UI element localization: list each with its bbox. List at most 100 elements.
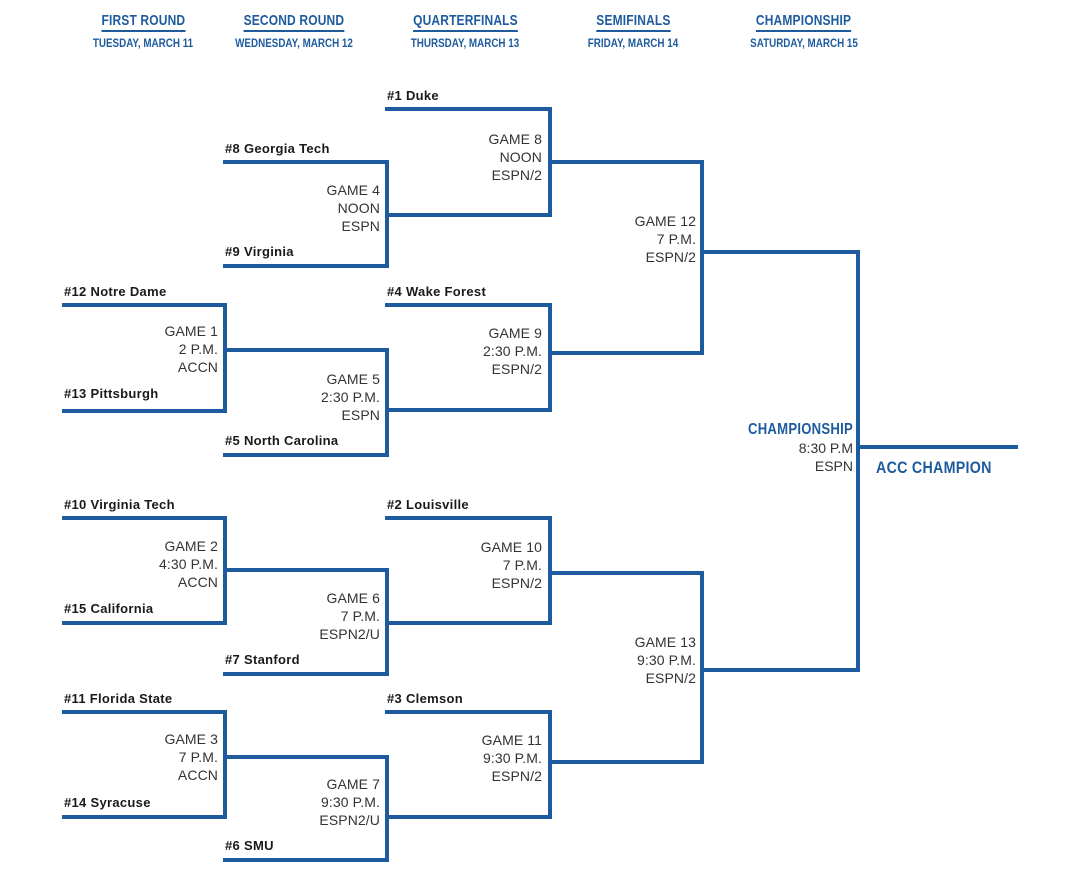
game-time: NOON xyxy=(499,149,542,165)
game-network: ACCN xyxy=(177,359,218,375)
bracket-line xyxy=(548,516,552,625)
game-name: GAME 6 xyxy=(326,590,380,606)
bracket-line xyxy=(385,213,552,217)
game-info: GAME 11 9:30 P.M. ESPN/2 xyxy=(392,731,542,785)
game-network: ACCN xyxy=(177,767,218,783)
bracket-line xyxy=(385,710,552,714)
team-label: #15 California xyxy=(64,601,154,616)
game-name: GAME 10 xyxy=(480,539,542,555)
game-time: 7 P.M. xyxy=(656,231,696,247)
round-date: FRIDAY, MARCH 14 xyxy=(587,36,679,50)
bracket-line xyxy=(385,755,389,862)
round-title: FIRST ROUND xyxy=(101,12,185,32)
game-info: GAME 4 NOON ESPN xyxy=(230,181,380,235)
bracket-line xyxy=(62,303,227,307)
bracket-line xyxy=(223,710,227,819)
bracket-line xyxy=(548,571,704,575)
team-label: #6 SMU xyxy=(225,838,274,853)
bracket-line xyxy=(223,568,389,572)
game-time: 9:30 P.M. xyxy=(482,750,542,766)
bracket-line xyxy=(223,858,389,862)
bracket-line xyxy=(62,621,227,625)
bracket-line xyxy=(548,760,704,764)
bracket-line xyxy=(700,250,860,254)
bracket-line xyxy=(223,348,389,352)
round-header-championship: CHAMPIONSHIP SATURDAY, MARCH 15 xyxy=(704,12,904,50)
game-network: ESPN/2 xyxy=(491,768,542,784)
bracket-line xyxy=(385,516,552,520)
round-title: SECOND ROUND xyxy=(243,12,345,32)
game-time: 9:30 P.M. xyxy=(320,794,380,810)
bracket-line xyxy=(385,107,552,111)
game-name: GAME 9 xyxy=(488,325,542,341)
round-header-quarterfinals: QUARTERFINALS THURSDAY, MARCH 13 xyxy=(365,12,565,50)
team-label: #13 Pittsburgh xyxy=(64,386,159,401)
round-date: SATURDAY, MARCH 15 xyxy=(750,36,858,50)
game-info: GAME 6 7 P.M. ESPN2/U xyxy=(230,589,380,643)
game-network: ESPN/2 xyxy=(491,361,542,377)
game-time: 2:30 P.M. xyxy=(320,389,380,405)
game-name: GAME 12 xyxy=(634,213,696,229)
round-date: THURSDAY, MARCH 13 xyxy=(410,36,520,50)
bracket-line xyxy=(223,264,389,268)
game-info: GAME 12 7 P.M. ESPN/2 xyxy=(554,212,696,266)
bracket-line xyxy=(385,303,552,307)
bracket-line xyxy=(385,621,552,625)
championship-info: CHAMPIONSHIP 8:30 P.M ESPN xyxy=(690,420,853,475)
game-name: GAME 8 xyxy=(488,131,542,147)
round-header-first-round: FIRST ROUND TUESDAY, MARCH 11 xyxy=(43,12,243,50)
champion-label: ACC CHAMPION xyxy=(876,458,992,477)
bracket-line xyxy=(385,348,389,457)
bracket-line xyxy=(700,160,704,355)
championship-time: 8:30 P.M xyxy=(798,440,853,456)
game-name: GAME 3 xyxy=(164,731,218,747)
team-label: #14 Syracuse xyxy=(64,795,151,810)
bracket-line xyxy=(62,409,227,413)
game-info: GAME 8 NOON ESPN/2 xyxy=(392,130,542,184)
round-title: CHAMPIONSHIP xyxy=(756,12,852,32)
round-title: QUARTERFINALS xyxy=(412,12,518,32)
game-info: GAME 13 9:30 P.M. ESPN/2 xyxy=(554,633,696,687)
round-header-second-round: SECOND ROUND WEDNESDAY, MARCH 12 xyxy=(194,12,394,50)
bracket-line xyxy=(548,160,704,164)
team-label: #7 Stanford xyxy=(225,652,300,667)
team-label: #1 Duke xyxy=(387,88,439,103)
game-info: GAME 10 7 P.M. ESPN/2 xyxy=(392,538,542,592)
bracket-line xyxy=(700,668,860,672)
bracket-line xyxy=(548,303,552,412)
team-label: #3 Clemson xyxy=(387,691,463,706)
championship-title: CHAMPIONSHIP xyxy=(747,421,853,438)
game-network: ESPN2/U xyxy=(319,812,380,828)
bracket-line xyxy=(223,453,389,457)
game-network: ESPN/2 xyxy=(491,167,542,183)
game-network: ESPN/2 xyxy=(491,575,542,591)
game-time: 2:30 P.M. xyxy=(482,343,542,359)
bracket-line xyxy=(385,815,552,819)
championship-network: ESPN xyxy=(814,458,853,474)
round-header-semifinals: SEMIFINALS FRIDAY, MARCH 14 xyxy=(533,12,733,50)
game-time: 7 P.M. xyxy=(502,557,542,573)
game-info: GAME 9 2:30 P.M. ESPN/2 xyxy=(392,324,542,378)
team-label: #9 Virginia xyxy=(225,244,294,259)
team-label: #11 Florida State xyxy=(64,691,173,706)
bracket-line xyxy=(223,303,227,413)
game-name: GAME 13 xyxy=(634,634,696,650)
bracket-line xyxy=(700,571,704,764)
team-label: #2 Louisville xyxy=(387,497,469,512)
game-network: ESPN xyxy=(341,407,380,423)
bracket-line xyxy=(62,815,227,819)
bracket-line xyxy=(62,710,227,714)
game-time: NOON xyxy=(337,200,380,216)
game-network: ACCN xyxy=(177,574,218,590)
game-info: GAME 2 4:30 P.M. ACCN xyxy=(68,537,218,591)
game-network: ESPN/2 xyxy=(645,249,696,265)
game-name: GAME 11 xyxy=(481,732,542,748)
team-label: #10 Virginia Tech xyxy=(64,497,175,512)
team-label: #5 North Carolina xyxy=(225,433,339,448)
bracket-line xyxy=(548,710,552,819)
champion-line xyxy=(856,445,1018,449)
game-info: GAME 3 7 P.M. ACCN xyxy=(68,730,218,784)
game-name: GAME 2 xyxy=(164,538,218,554)
team-label: #8 Georgia Tech xyxy=(225,141,330,156)
bracket-line xyxy=(385,408,552,412)
